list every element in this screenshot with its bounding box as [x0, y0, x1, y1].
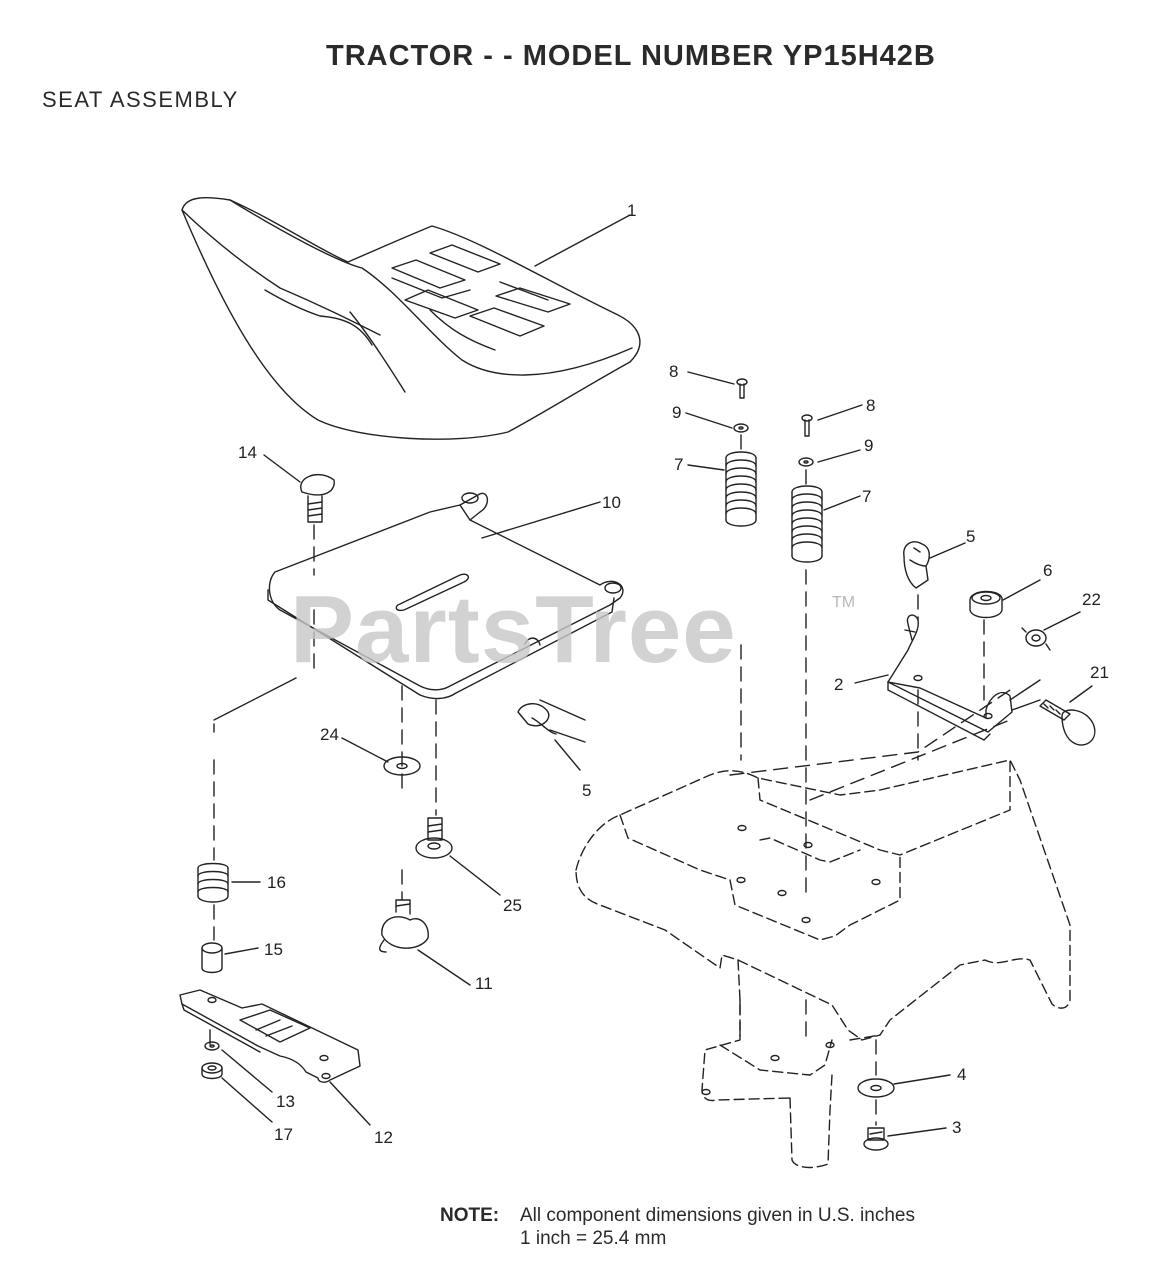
- part-label-11[interactable]: 11: [475, 974, 493, 993]
- part-label-9-left[interactable]: 9: [672, 403, 681, 422]
- part-label-14[interactable]: 14: [238, 443, 257, 462]
- adjustment-knob-drawing[interactable]: [1039, 699, 1096, 746]
- note-text-units: All component dimensions given in U.S. i…: [520, 1205, 915, 1226]
- note-label: NOTE:: [440, 1205, 500, 1226]
- watermark-trademark: TM: [832, 594, 856, 611]
- part-label-8-right[interactable]: 8: [866, 396, 875, 415]
- section-title: SEAT ASSEMBLY: [42, 87, 239, 112]
- bolt-25-drawing[interactable]: [415, 817, 453, 859]
- seat-pan-drawing[interactable]: [267, 492, 624, 700]
- part-label-4[interactable]: 4: [957, 1065, 966, 1084]
- part-label-22[interactable]: 22: [1082, 590, 1101, 609]
- part-label-16[interactable]: 16: [267, 873, 286, 892]
- part-label-6[interactable]: 6: [1043, 561, 1052, 580]
- part-label-13[interactable]: 13: [276, 1092, 295, 1111]
- part-label-12[interactable]: 12: [374, 1128, 393, 1147]
- part-label-21[interactable]: 21: [1090, 663, 1109, 682]
- part-label-5-left[interactable]: 5: [582, 781, 591, 800]
- part-label-5-right[interactable]: 5: [966, 527, 975, 546]
- carriage-bolt-drawing[interactable]: [300, 474, 335, 523]
- seat-drawing[interactable]: [181, 197, 641, 440]
- clip-right-drawing[interactable]: [903, 541, 930, 589]
- nut-washer-drawing[interactable]: [201, 1041, 223, 1080]
- part-label-9-right[interactable]: 9: [864, 436, 873, 455]
- nut-22-drawing[interactable]: [1021, 627, 1051, 651]
- washer-24-drawing[interactable]: [383, 756, 421, 776]
- spring-right-drawing[interactable]: [791, 485, 823, 563]
- lever-bracket-drawing[interactable]: [887, 614, 1013, 741]
- watermark-logo: PartsTree: [290, 576, 737, 683]
- bolt-washer-drawings[interactable]: [733, 378, 814, 467]
- spring-16-drawing[interactable]: [197, 862, 229, 903]
- note-text-conversion: 1 inch = 25.4 mm: [520, 1228, 667, 1249]
- part-label-10[interactable]: 10: [602, 493, 621, 512]
- part-label-15[interactable]: 15: [264, 940, 283, 959]
- page-title: TRACTOR - - MODEL NUMBER YP15H42B: [326, 40, 936, 72]
- tractor-frame-drawing[interactable]: [575, 759, 1071, 1169]
- knob-11-drawing[interactable]: [379, 899, 429, 953]
- part-label-7-right[interactable]: 7: [862, 487, 871, 506]
- bushing-15-drawing[interactable]: [201, 942, 223, 974]
- spring-left-drawing[interactable]: [725, 451, 757, 527]
- part-label-17[interactable]: 17: [274, 1125, 293, 1144]
- part-label-2[interactable]: 2: [834, 675, 843, 694]
- clip-left-drawing[interactable]: [517, 699, 586, 743]
- nut-6-drawing[interactable]: [969, 590, 1003, 619]
- frame-holes: [701, 824, 881, 1096]
- part-label-8-left[interactable]: 8: [669, 362, 678, 381]
- part-label-7-left[interactable]: 7: [674, 455, 683, 474]
- bolt-3-drawing[interactable]: [863, 1127, 889, 1151]
- part-label-24[interactable]: 24: [320, 725, 339, 744]
- part-label-25[interactable]: 25: [503, 896, 522, 915]
- washer-4-drawing[interactable]: [857, 1078, 895, 1098]
- slide-bracket-drawing[interactable]: [179, 989, 361, 1083]
- part-labels: 1 2 3 4 5 5 6 7 7 8 8 9 9 10 11 12 13 14…: [238, 201, 1109, 1147]
- part-label-3[interactable]: 3: [952, 1118, 961, 1137]
- part-label-1[interactable]: 1: [627, 201, 636, 220]
